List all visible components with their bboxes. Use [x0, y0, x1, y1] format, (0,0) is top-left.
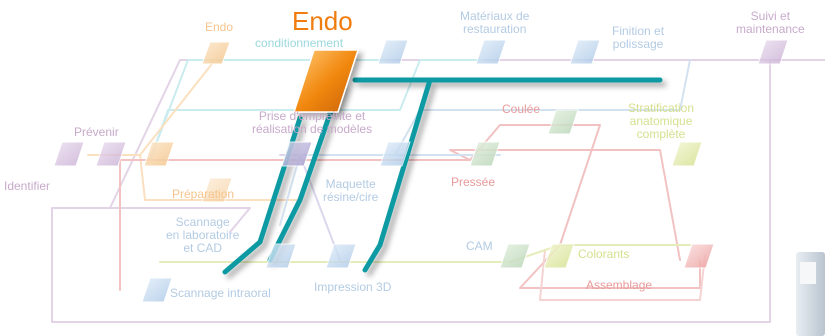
label-prevenir: Prévenir — [74, 125, 119, 139]
node-stratification[interactable] — [671, 141, 703, 167]
label-scannage-intraoral: Scannage intraoral — [170, 286, 271, 300]
node-prise[interactable] — [281, 141, 313, 167]
highlight-path-right — [362, 77, 433, 273]
node-maquette[interactable] — [379, 141, 411, 167]
label-conditionnement: conditionnement — [255, 36, 344, 50]
label-impression: Impression 3D — [314, 280, 392, 294]
node-prevenir[interactable] — [95, 141, 127, 167]
node-scannage-intraoral[interactable] — [141, 277, 173, 303]
node-preparation[interactable] — [201, 177, 233, 203]
label-identifier: Identifier — [4, 179, 51, 193]
node-endo-small[interactable] — [201, 41, 231, 65]
path-purple — [51, 59, 825, 323]
label-coulee: Coulée — [502, 102, 541, 116]
node-suivi[interactable] — [757, 39, 789, 65]
label-assemblage: Assemblage — [586, 278, 653, 292]
node-finition[interactable] — [569, 39, 601, 65]
label-endo-small: Endo — [205, 20, 234, 34]
node-identifier[interactable] — [53, 141, 85, 167]
node-pressee[interactable] — [469, 141, 501, 167]
node-impression[interactable] — [325, 243, 357, 269]
node-materiaux[interactable] — [475, 39, 507, 65]
node-endo-branch[interactable] — [143, 141, 175, 167]
path-lightred — [539, 249, 706, 301]
node-conditionnement[interactable] — [377, 39, 409, 65]
node-coulee[interactable] — [547, 109, 579, 135]
active-step-label: Endo — [292, 6, 353, 36]
node-scannage-labo[interactable] — [265, 243, 297, 269]
label-cam: CAM — [466, 239, 493, 253]
device-thumbnail-detail — [800, 262, 816, 284]
node-colorants[interactable] — [543, 243, 575, 269]
node-cam[interactable] — [499, 243, 531, 269]
highlight-path-mid — [267, 82, 343, 263]
node-endo-active[interactable] — [292, 49, 360, 113]
label-pressee: Pressée — [451, 175, 496, 189]
node-assemblage[interactable] — [683, 243, 715, 269]
label-preparation: Préparation — [172, 187, 235, 201]
label-colorants: Colorants — [578, 247, 630, 261]
